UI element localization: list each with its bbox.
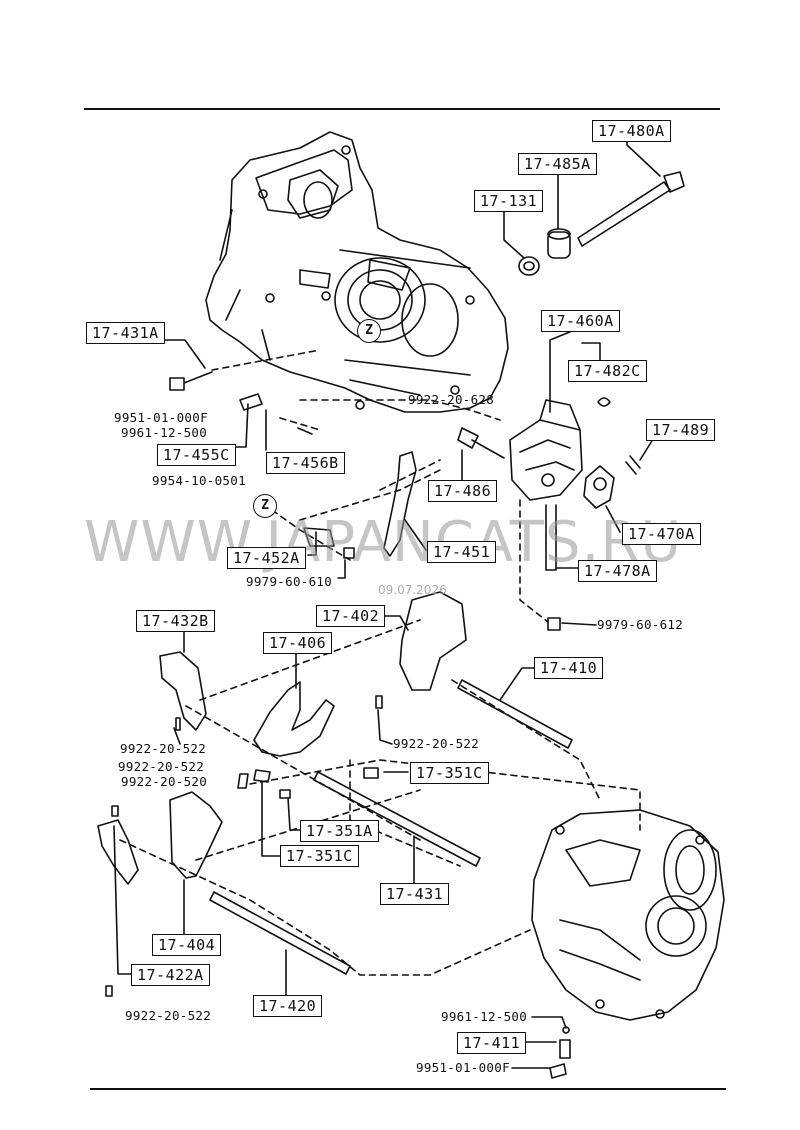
part-label-17-351C-upper: 17-351C (410, 762, 489, 784)
part-label-17-411: 17-411 (457, 1032, 527, 1054)
bottom-rule (90, 1088, 726, 1090)
part-label-17-480A: 17-480A (592, 120, 671, 142)
part-label-17-485A: 17-485A (518, 153, 597, 175)
part-label-17-420: 17-420 (253, 995, 323, 1017)
shift-rails-illustration (209, 679, 573, 975)
part-label-17-482C: 17-482C (568, 360, 647, 382)
code-9951-01-000F-lower: 9951-01-000F (416, 1060, 510, 1075)
code-9922-20-522-c: 9922-20-522 (118, 759, 205, 774)
part-label-17-431: 17-431 (380, 883, 450, 905)
code-9979-60-612: 9979-60-612 (597, 617, 684, 632)
part-label-17-402: 17-402 (316, 605, 386, 627)
part-label-17-432B: 17-432B (136, 610, 215, 632)
code-9922-20-520: 9922-20-520 (121, 774, 208, 789)
part-label-17-486: 17-486 (428, 480, 498, 502)
part-label-17-478A: 17-478A (578, 560, 657, 582)
transmission-case-illustration (205, 131, 509, 413)
z-reference-marker-upper: Z (357, 319, 381, 343)
part-label-17-351C-lower: 17-351C (280, 845, 359, 867)
part-label-17-131: 17-131 (474, 190, 544, 212)
code-9979-60-610: 9979-60-610 (246, 574, 333, 589)
part-label-17-422A: 17-422A (131, 964, 210, 986)
z-reference-marker-lower: Z (253, 494, 277, 518)
code-9954-10-0501: 9954-10-0501 (152, 473, 246, 488)
code-9922-20-628: 9922-20-628 (408, 392, 495, 407)
code-9922-20-522-b: 9922-20-522 (393, 736, 480, 751)
code-9951-01-000F-upper: 9951-01-000F (114, 410, 208, 425)
part-label-17-455C: 17-455C (157, 444, 236, 466)
code-9922-20-522-a: 9922-20-522 (120, 741, 207, 756)
part-label-17-351A: 17-351A (300, 820, 379, 842)
part-label-17-489: 17-489 (646, 419, 716, 441)
part-label-17-456B: 17-456B (266, 452, 345, 474)
bracket-illustration (457, 397, 641, 571)
code-9961-12-500-lower: 9961-12-500 (441, 1009, 528, 1024)
part-label-17-470A: 17-470A (622, 523, 701, 545)
part-label-17-404: 17-404 (152, 934, 222, 956)
shift-rod-illustration (518, 171, 685, 276)
part-label-17-460A: 17-460A (541, 310, 620, 332)
part-label-17-452A: 17-452A (227, 547, 306, 569)
top-rule (84, 108, 720, 110)
watermark-date: 09.07.2026 (378, 583, 447, 597)
code-9961-12-500-upper: 9961-12-500 (121, 425, 208, 440)
part-label-17-406: 17-406 (263, 632, 333, 654)
shift-forks-illustration (97, 591, 467, 997)
gearbox-housing-illustration (531, 809, 725, 1079)
part-label-17-410: 17-410 (534, 657, 604, 679)
code-9922-20-522-d: 9922-20-522 (125, 1008, 212, 1023)
part-label-17-451: 17-451 (427, 541, 497, 563)
part-label-17-431A: 17-431A (86, 322, 165, 344)
